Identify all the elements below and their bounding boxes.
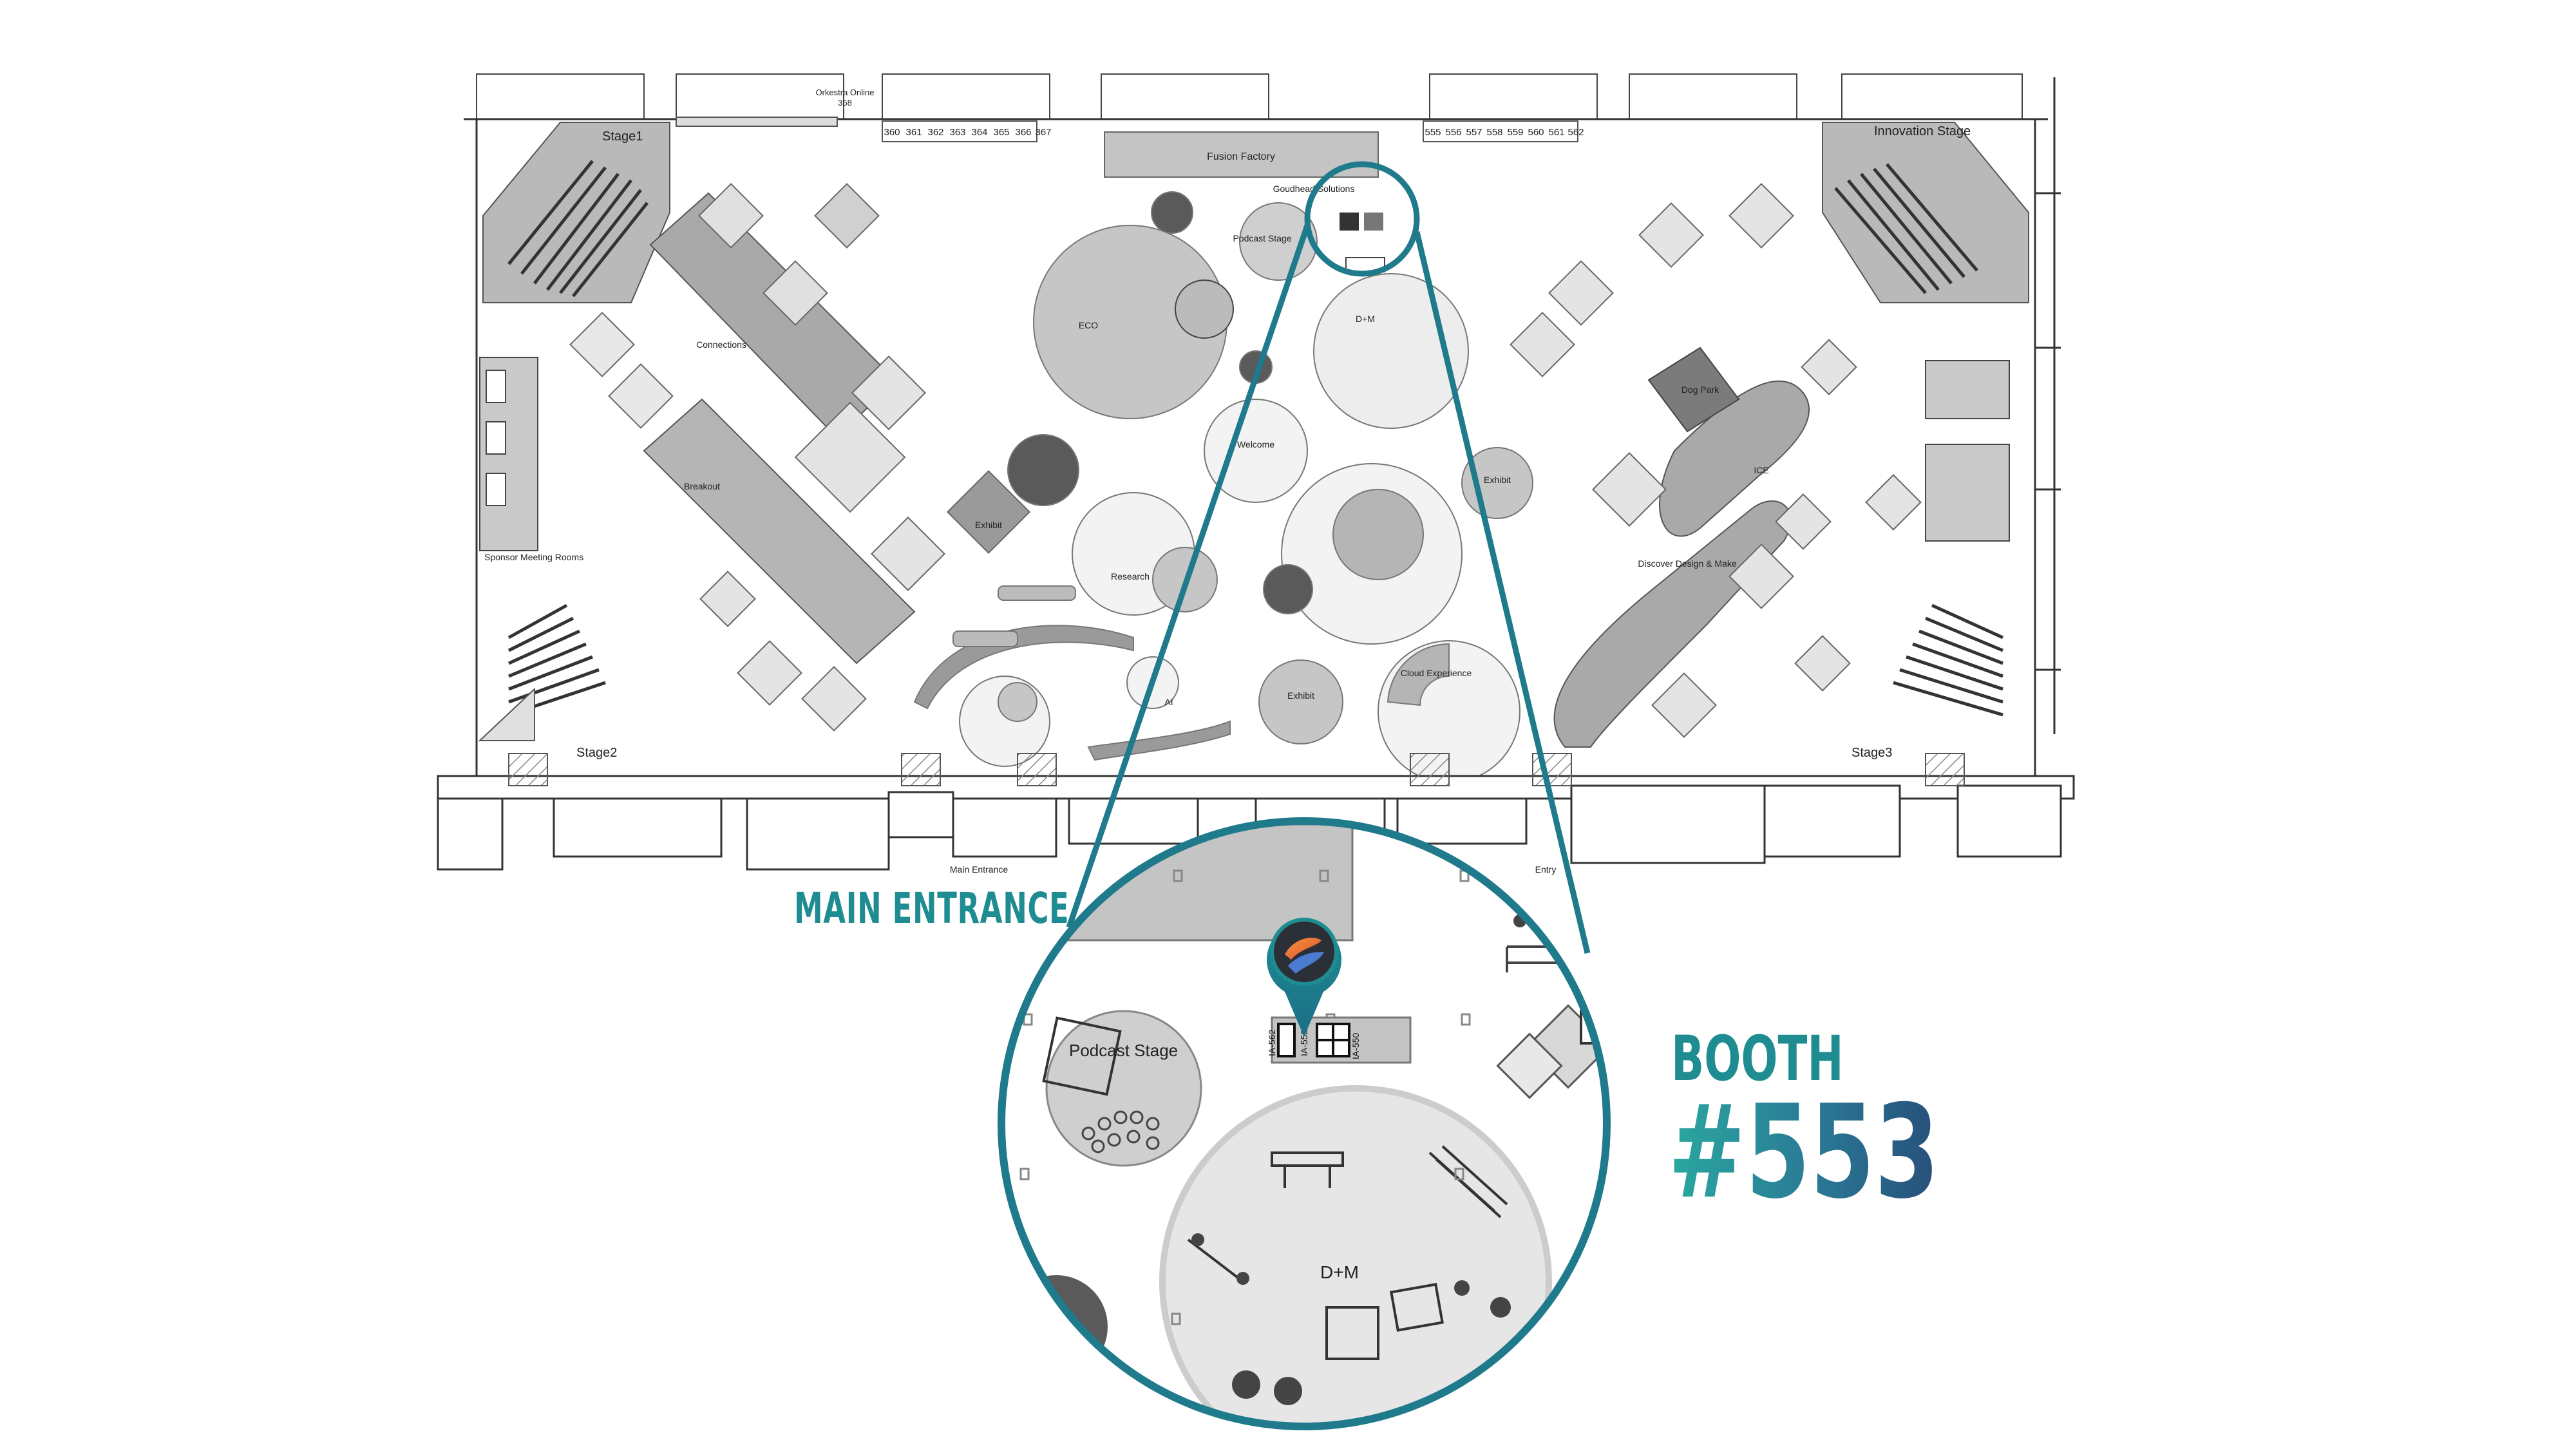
zoom-booth-553: IA-562 IA-552 IA-550 [1267,1016,1412,1064]
zone-podcast-stage: Podcast Stage [1233,233,1291,243]
stage3-label: Stage3 [1852,746,1892,760]
zone-breakout: Breakout [684,481,720,491]
zone-eco: ECO [1079,320,1098,330]
bottom-hatch-areas [508,753,1965,786]
booth-559: 559 [1507,127,1523,138]
orkestra-number: 358 [838,98,852,108]
right-diagonal-band [1553,346,1810,748]
booth-562: 562 [1567,127,1584,138]
zone-ai: AI [1164,697,1173,707]
zoom-booth-label-c: IA-550 [1350,1033,1361,1059]
stage2-area: Stage2 [478,603,617,760]
booth-561: 561 [1548,127,1564,138]
zone-labels: ECO Podcast Stage D+M Welcome Exhibit Re… [684,233,1769,707]
lower-building [437,775,2075,871]
zone-design-make: Discover Design & Make [1638,558,1736,569]
booth-366: 366 [1015,127,1031,138]
right-meeting-grid [1925,360,2010,542]
entry-map-label: Entry [1535,864,1557,875]
booth-560: 560 [1528,127,1544,138]
booth-364: 364 [971,127,987,138]
main-entrance-callout: MAIN ENTRANCE [794,884,1070,933]
booth-557: 557 [1466,127,1482,138]
stage2-label: Stage2 [576,746,617,760]
stage1-label: Stage1 [602,129,643,144]
top-booth-numbers-right: 555 556 557 558 559 560 561 562 [1425,127,1584,138]
zone-dog-park: Dog Park [1681,384,1719,395]
zoom-dm-label: D+M [1320,1262,1359,1282]
zoom-booth-label-a: IA-562 [1267,1030,1277,1056]
booth-callout-label: BOOTH [1671,1023,1844,1095]
stage3-area: Stage3 [1852,603,2004,760]
sponsor-rooms-label: Sponsor Meeting Rooms [484,552,583,562]
booth-blocks [569,183,1922,738]
orkestra-label: Orkestra Online [815,88,874,97]
main-entrance-map-label: Main Entrance [950,864,1008,875]
innovation-stage-label: Innovation Stage [1874,124,1971,138]
zoom-connector-lines [1066,224,1591,954]
top-booth-strip [676,117,1578,142]
booth-558: 558 [1486,127,1502,138]
top-booth-numbers-left: 360 361 362 363 364 365 366 367 [884,127,1051,138]
stage1-area: Stage1 [482,122,670,303]
booth-363: 363 [949,127,965,138]
zone-dm: D+M [1356,314,1375,324]
booth-location-pin-icon [1267,918,1342,1037]
zoom-booth-label-b: IA-552 [1299,1030,1309,1056]
zone-exhibit-2: Exhibit [1287,690,1314,701]
booth-555: 555 [1425,127,1441,138]
booth-556: 556 [1445,127,1461,138]
booth-362: 362 [927,127,943,138]
sponsor-meeting-rooms: Sponsor Meeting Rooms [479,357,583,562]
booth-360: 360 [884,127,900,138]
zone-welcome: Welcome [1237,439,1274,450]
zoom-source-circle [1304,161,1420,277]
zoom-podcast-label: Podcast Stage [1069,1041,1178,1060]
booth-365: 365 [993,127,1009,138]
zone-ice: ICE [1754,465,1768,475]
zone-cloud-experience: Cloud Experience [1401,668,1472,678]
zone-connections: Connections [696,339,746,350]
booth-number-callout: #553 [1668,1077,1940,1227]
zone-research: Research [1111,571,1150,582]
fusion-factory-label: Fusion Factory [1207,151,1275,162]
map-booth-553-marker [1340,213,1385,272]
zone-exhibit-1: Exhibit [975,520,1002,530]
zoom-lens-circle [998,817,1611,1430]
booth-367: 367 [1035,127,1051,138]
booth-361: 361 [905,127,922,138]
innovation-stage-area: Innovation Stage [1822,122,2029,303]
zone-exhibit-3: Exhibit [1484,475,1511,485]
